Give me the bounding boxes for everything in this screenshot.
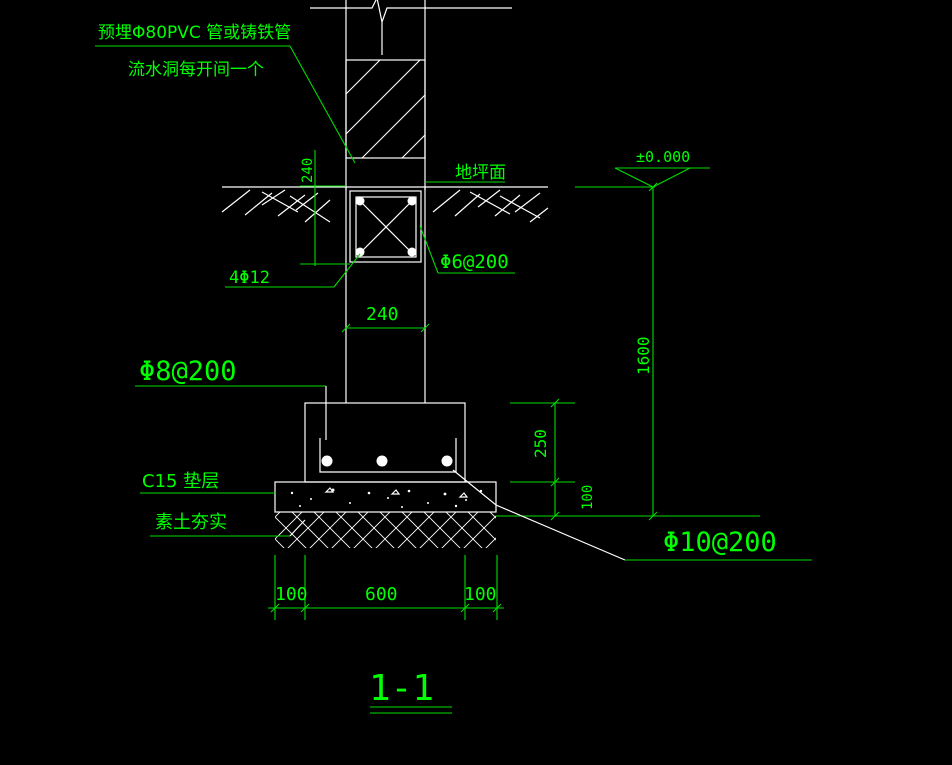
- depth-label: 1600: [634, 336, 653, 375]
- soil-leader: [150, 519, 306, 537]
- beam-stirrup-leader: [419, 225, 515, 274]
- footing-main-rebar-label: Φ10@200: [663, 527, 777, 558]
- beam-main-rebar-label: 4Φ12: [229, 268, 270, 288]
- cushion-height-label: 100: [580, 485, 596, 510]
- beam-height-dim: [300, 150, 350, 266]
- dim-left-label: 100: [275, 584, 308, 605]
- footing-rebar-dot: [376, 455, 388, 467]
- soil-label: 素土夯实: [155, 512, 227, 533]
- pipe-note-line1: 预埋Φ80PVC 管或铸铁管: [98, 23, 291, 43]
- elevation-marker: [575, 167, 710, 188]
- section-label: 1-1: [369, 668, 452, 714]
- footing-rebar-dot: [321, 455, 333, 467]
- pipe-leader: [95, 45, 356, 164]
- footing: [304, 402, 466, 483]
- elevation-label: ±0.000: [636, 148, 690, 166]
- footing-height-label: 250: [531, 429, 550, 458]
- footing-dist-leader: [135, 385, 327, 440]
- beam-stirrup-label: Φ6@200: [440, 251, 509, 273]
- dim-base-label: 600: [365, 584, 398, 605]
- pipe-note-line2: 流水洞每开间一个: [128, 60, 264, 80]
- ground-beam: [349, 190, 422, 263]
- ground-line: [221, 186, 549, 223]
- c15-label: C15 垫层: [142, 471, 219, 492]
- c15-cushion: [274, 481, 497, 513]
- beam-rebar-dot: [407, 247, 417, 257]
- beam-rebar-dot: [407, 196, 417, 206]
- beam-height-label: 240: [300, 158, 316, 183]
- beam-rebar-dot: [355, 247, 365, 257]
- footing-dist-rebar-label: Φ8@200: [139, 356, 237, 387]
- bottom-dims: [268, 555, 504, 620]
- wall-lower: [345, 187, 426, 403]
- footing-height-dim: [510, 398, 575, 521]
- depth-dim: [496, 182, 760, 521]
- footing-main-leader: [452, 469, 812, 561]
- masonry-block-hatched: [345, 59, 426, 159]
- section-label-text: 1-1: [369, 668, 434, 709]
- dim-right-label: 100: [464, 584, 497, 605]
- compacted-soil: [275, 512, 496, 548]
- footing-rebar-dot: [441, 455, 453, 467]
- wall-width-label: 240: [366, 304, 399, 325]
- beam-rebar-dot: [355, 196, 365, 206]
- wall-width-dim: [341, 323, 430, 333]
- ground-label: 地坪面: [455, 163, 506, 183]
- beam-main-leader: [225, 253, 361, 288]
